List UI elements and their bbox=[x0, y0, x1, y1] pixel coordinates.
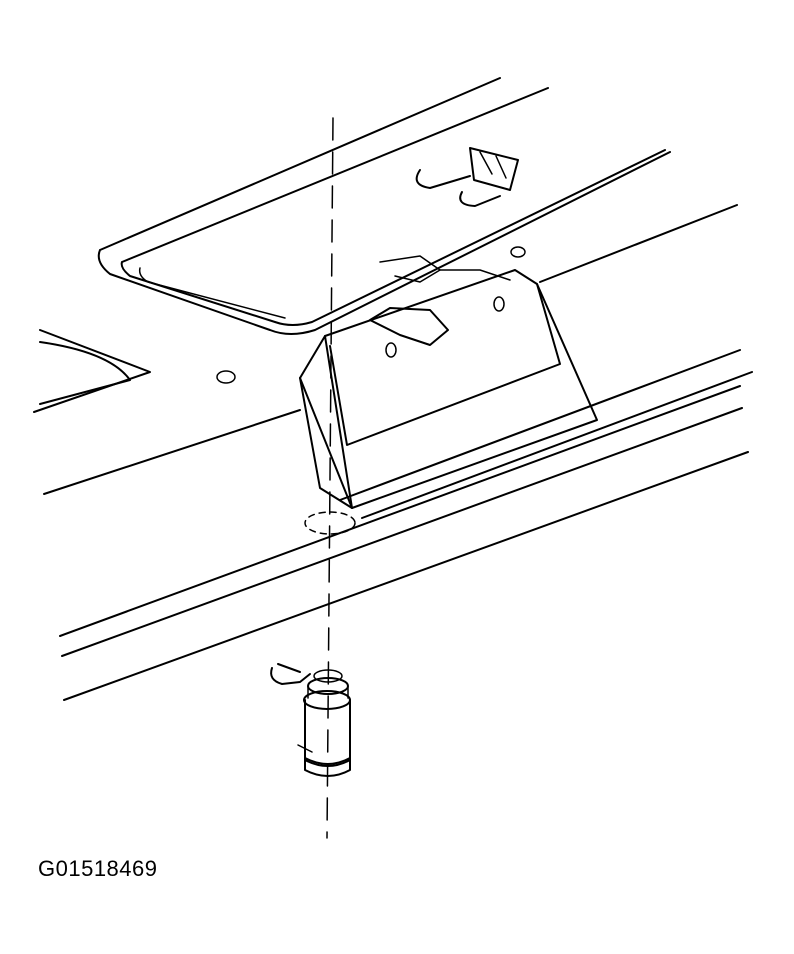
assembly-centerline bbox=[326, 117, 334, 839]
panel-hole bbox=[216, 370, 236, 384]
mounting-tab bbox=[369, 255, 511, 346]
socket-opening bbox=[304, 511, 356, 535]
upper-panel-recess bbox=[97, 77, 671, 335]
lamp-housing-bracket bbox=[299, 269, 598, 509]
figure-id-label: G01518469 bbox=[38, 856, 158, 881]
lamp-socket-assembly bbox=[270, 663, 351, 777]
panel-hole bbox=[510, 246, 526, 258]
panel-body bbox=[33, 204, 753, 701]
wire-clip bbox=[415, 147, 519, 207]
